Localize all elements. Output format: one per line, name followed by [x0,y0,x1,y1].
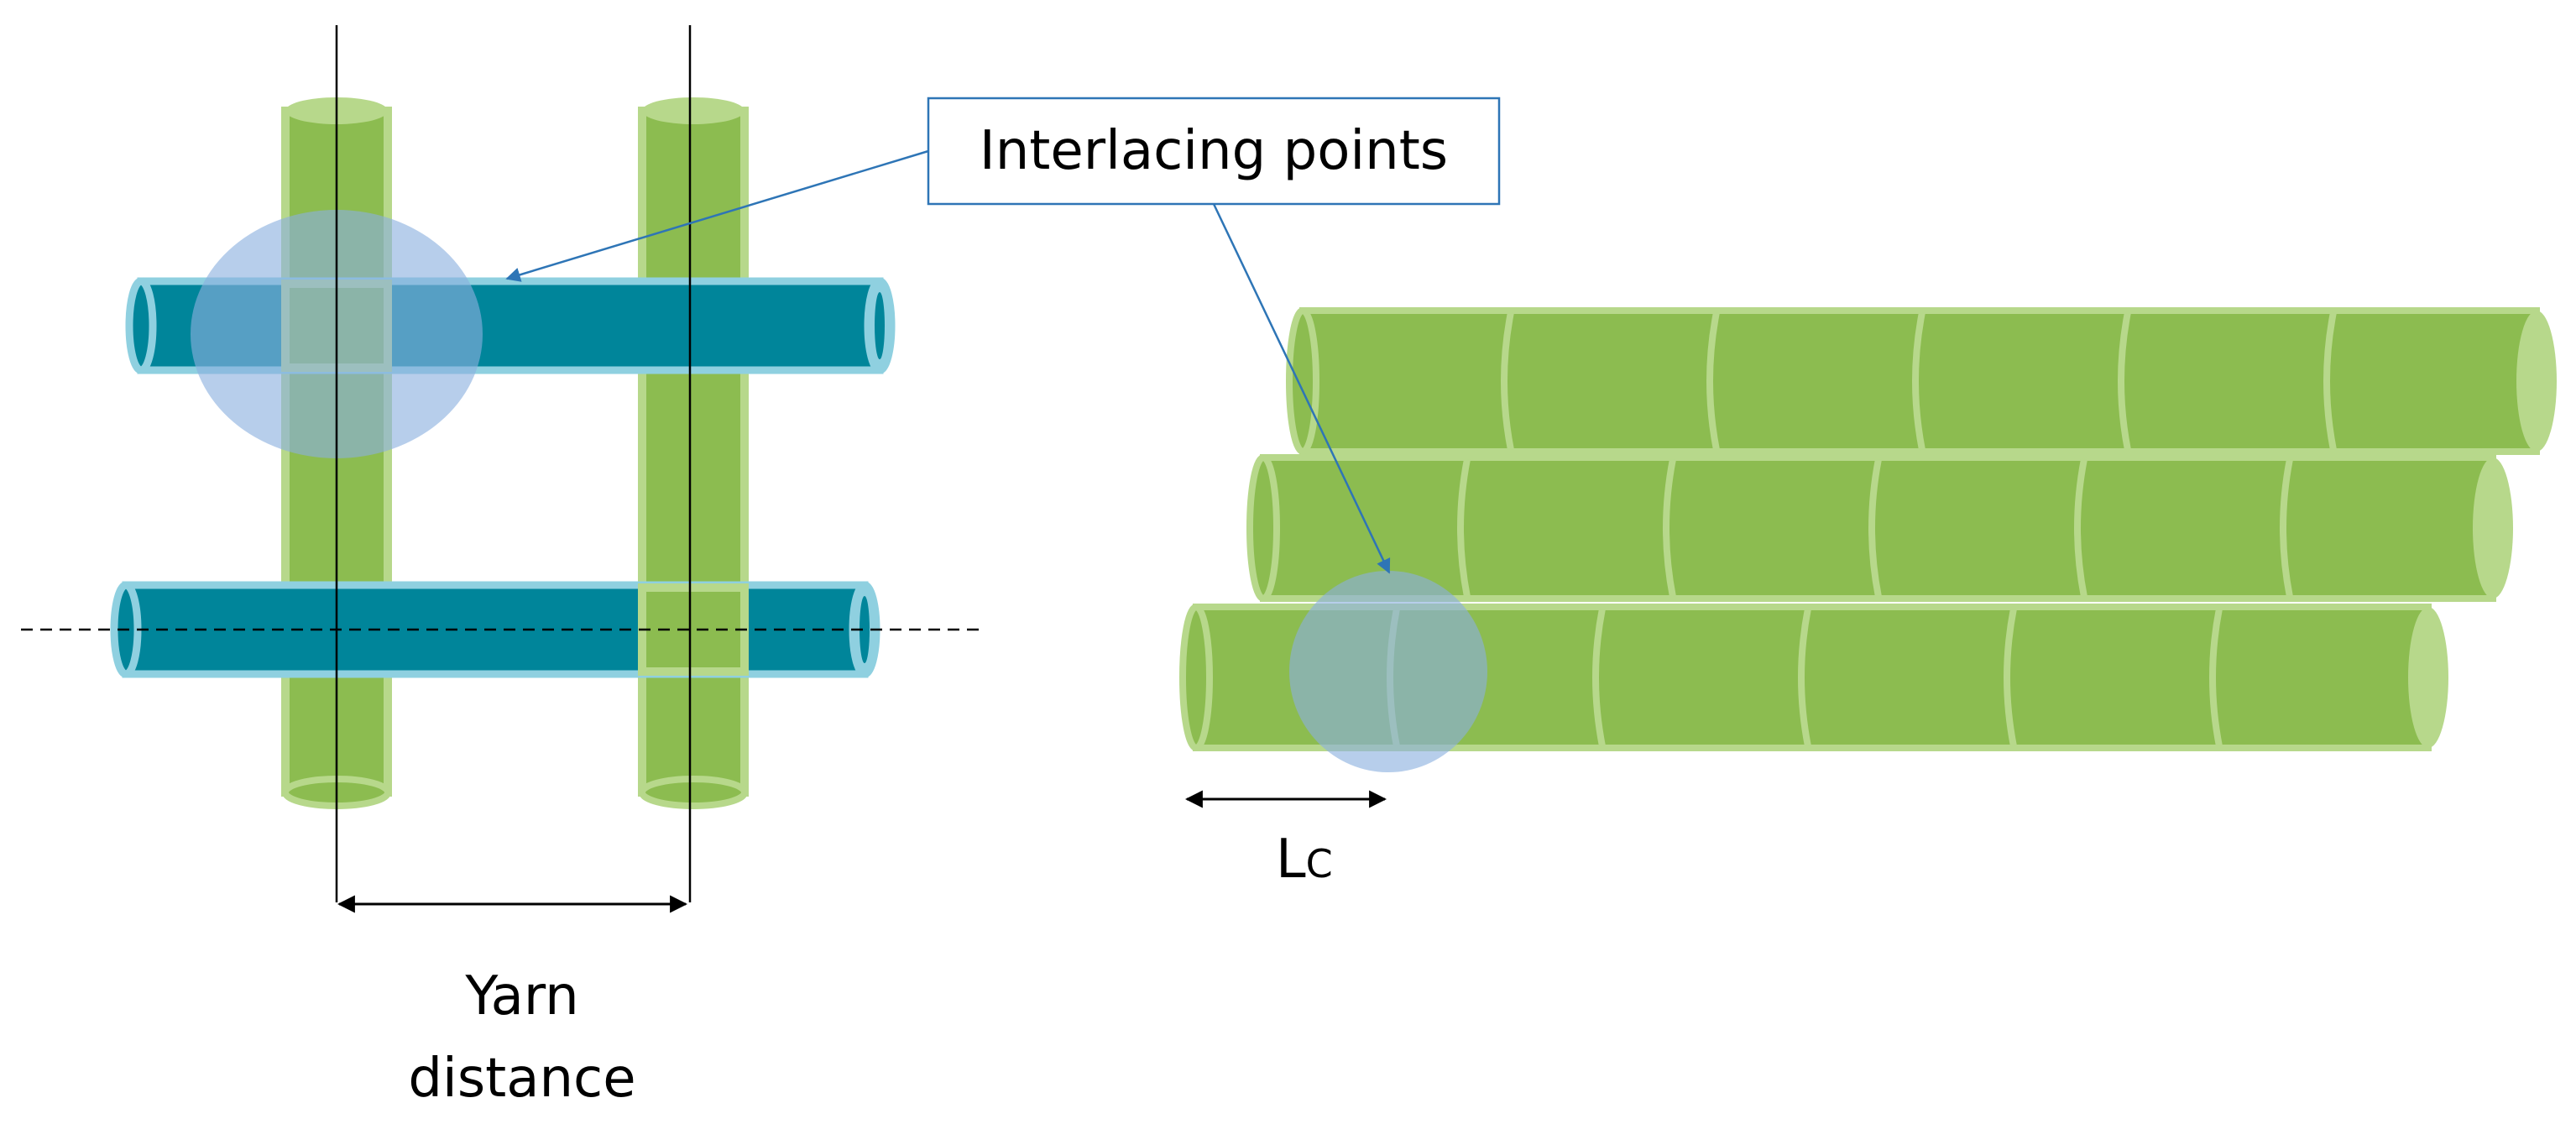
vertical-yarn-right-overlap [638,583,749,676]
vertical-yarn-right [638,97,749,809]
lc-label-subscript: C [1306,841,1333,886]
yarn-distance-label-line2: distance [408,1048,635,1110]
lc-label-main: L [1276,829,1306,891]
callout-text: Interlacing points [980,120,1448,182]
yarn-stack-side-view: LC [1179,307,2557,891]
callout-arrow-right [1212,203,1391,574]
interlacing-callout: Interlacing points [505,97,1501,574]
yarn-row-middle [1246,454,2513,602]
lc-label: LC [1276,829,1333,891]
callout-box [927,97,1501,206]
callout-arrow-left [505,149,929,282]
interlacing-point-circle-right [1289,571,1487,772]
yarn-row-top [1286,307,2557,455]
yarn-distance-label-line1: Yarn [464,965,578,1027]
weave-top-view: Yarn distance [21,25,982,1110]
